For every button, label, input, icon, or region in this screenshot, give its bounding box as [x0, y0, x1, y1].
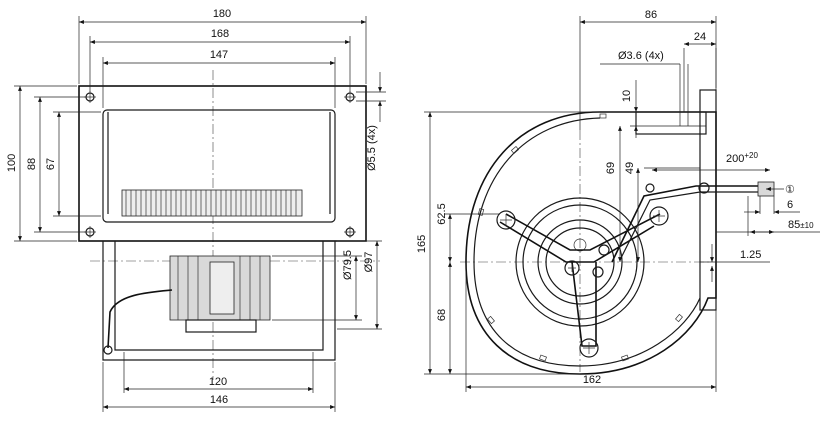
dim-67: 67	[45, 158, 57, 170]
side-view: 86 24 Ø3.6 (4x) 10 69 49 200+20 ①	[416, 9, 820, 392]
dim-24: 24	[694, 31, 706, 43]
dim-100: 100	[6, 154, 18, 172]
dim-180: 180	[213, 8, 231, 20]
dim-85: 85	[788, 219, 800, 231]
dim-147: 147	[210, 49, 228, 61]
dim-146: 146	[210, 394, 228, 406]
motor	[169, 255, 271, 333]
housing-body	[102, 241, 336, 361]
front-cable	[107, 289, 173, 349]
dim-1-25: 1.25	[740, 249, 761, 261]
scroll-housing	[465, 111, 717, 375]
mounting-flange	[78, 85, 367, 242]
dim-69: 69	[605, 162, 617, 174]
dim-62-5: 62.5	[436, 203, 448, 224]
dim-68: 68	[436, 309, 448, 321]
dim-88: 88	[26, 158, 38, 170]
svg-text:85±10: 85±10	[788, 219, 814, 231]
dim-cable-200: 200	[726, 153, 744, 165]
flange-holes	[84, 91, 356, 238]
dim-85-tol: ±10	[800, 221, 814, 230]
dim-6: 6	[787, 199, 793, 211]
dim-162: 162	[583, 374, 601, 386]
dim-120: 120	[209, 376, 227, 388]
dim-86: 86	[645, 9, 657, 21]
dim-10: 10	[621, 90, 633, 102]
dim-165: 165	[416, 235, 428, 253]
svg-text:200+20: 200+20	[726, 151, 758, 165]
dim-dia-97: Ø97	[363, 252, 375, 273]
dim-hole-3-6: Ø3.6 (4x)	[618, 50, 664, 62]
dim-168: 168	[211, 28, 229, 40]
dim-hole-5-5: Ø5.5 (4x)	[366, 125, 378, 171]
mounting-bracket	[496, 206, 669, 358]
dim-49: 49	[624, 162, 636, 174]
side-cable	[611, 185, 760, 263]
dim-cable-tol: +20	[744, 151, 758, 160]
impeller-blades	[121, 189, 303, 217]
front-view: 180 168 147 100 88 67 Ø5.5 (4x) Ø79.5	[6, 8, 386, 412]
outlet-opening	[102, 109, 336, 223]
callout-1: ①	[785, 184, 795, 196]
dim-dia-79-5: Ø79.5	[342, 250, 354, 280]
